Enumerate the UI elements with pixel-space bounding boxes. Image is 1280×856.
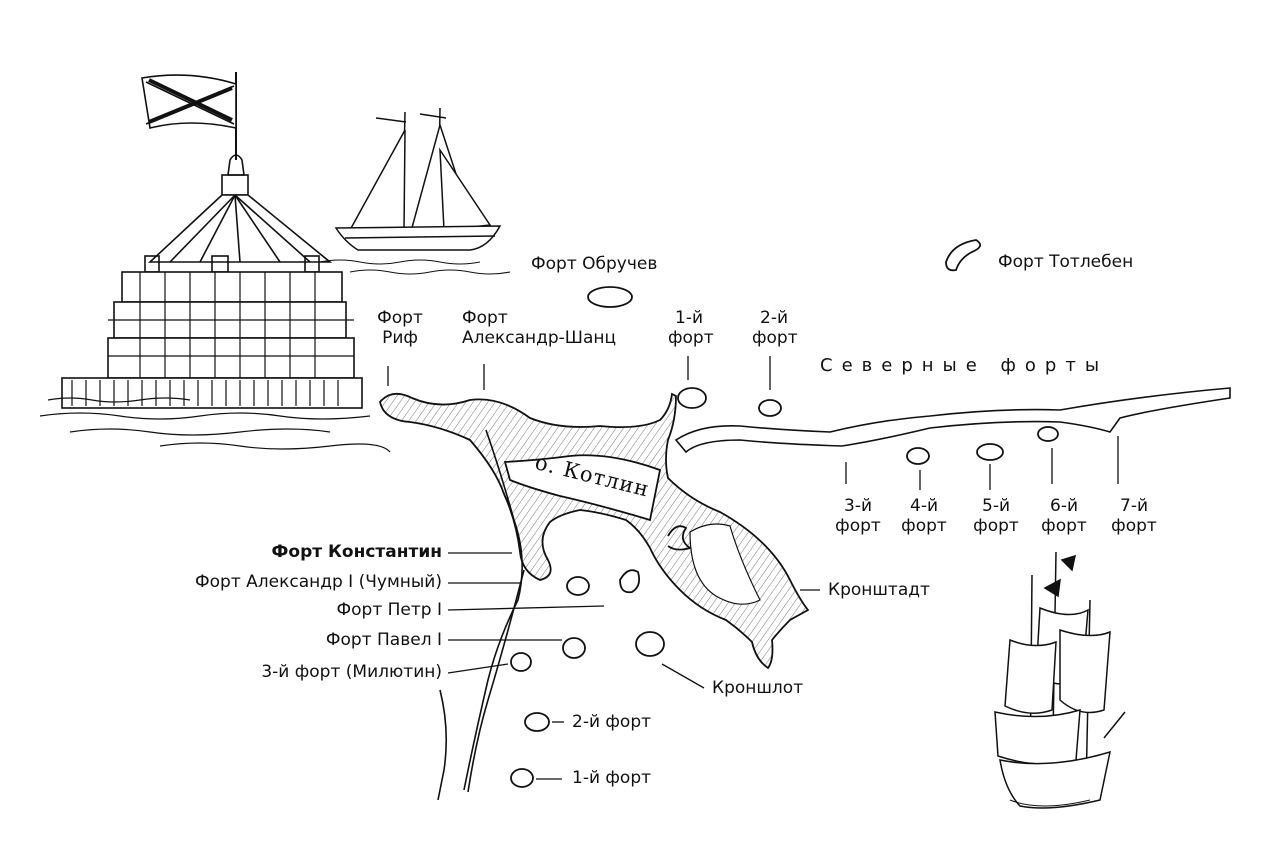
label-fort-alexander-shanz-line1: Форт bbox=[462, 308, 508, 328]
two-masted-schooner-drawing bbox=[319, 107, 511, 275]
label-fort-7: 7-й форт bbox=[1110, 496, 1158, 536]
fort-2-south-island bbox=[524, 712, 550, 732]
label-fort-4: 4-й форт bbox=[900, 496, 948, 536]
label-fort-2-north: 2-й форт bbox=[752, 308, 798, 348]
fort-alexander-i-island bbox=[566, 576, 590, 596]
label-fort-alexander-shanz-line2: Александр-Шанц bbox=[462, 328, 617, 348]
label-fort-rif: Форт Риф bbox=[372, 308, 428, 348]
label-fort-6-line1: 6-й bbox=[1050, 496, 1078, 516]
northern-dam bbox=[674, 387, 1231, 454]
label-fort-rif-line1: Форт bbox=[377, 308, 423, 328]
label-fort-5-line2: форт bbox=[973, 516, 1019, 536]
label-fort-3-line2: форт bbox=[835, 516, 881, 536]
label-northern-forts: Северные форты bbox=[820, 355, 1109, 376]
fort-obruchev-island bbox=[587, 286, 633, 308]
label-fort-obruchev: Форт Обручев bbox=[531, 254, 658, 274]
fort-islands bbox=[510, 239, 1059, 788]
fort-4-island bbox=[906, 447, 930, 465]
fort-petr-i-island bbox=[619, 569, 641, 594]
label-fort-1-north-line2: форт bbox=[668, 328, 714, 348]
label-fort-2-north-line1: 2-й bbox=[760, 308, 788, 328]
fort-5-island bbox=[976, 443, 1004, 461]
label-fort-2-south: 2-й форт bbox=[572, 712, 652, 732]
label-fort-1-north: 1-й форт bbox=[668, 308, 714, 348]
fort-2-north-island bbox=[758, 399, 782, 417]
label-fort-pavel-i: Форт Павел I bbox=[325, 630, 442, 650]
fort-6-island bbox=[1037, 426, 1059, 442]
label-kronshlot: Кроншлот bbox=[712, 678, 804, 698]
leader-lines bbox=[387, 356, 1119, 780]
label-fort-6-line2: форт bbox=[1041, 516, 1087, 536]
label-fort-4-line2: форт bbox=[901, 516, 947, 536]
fort-1-north-island bbox=[677, 387, 707, 409]
label-fort-5: 5-й форт bbox=[972, 496, 1020, 536]
label-fort-1-south: 1-й форт bbox=[572, 768, 652, 788]
label-fort-alexander-i: Форт Александр I (Чумный) bbox=[195, 572, 442, 592]
fort-totleben-island bbox=[945, 239, 982, 272]
fort-1-south-island bbox=[510, 768, 534, 788]
fort-pavel-i-island bbox=[562, 637, 586, 659]
label-fort-7-line2: форт bbox=[1111, 516, 1157, 536]
kotlin-island bbox=[379, 392, 810, 670]
label-kronstadt: Кронштадт bbox=[828, 580, 930, 600]
fort-alexander-tower-drawing bbox=[39, 72, 391, 453]
label-fort-milyutin: 3-й форт (Милютин) bbox=[261, 662, 442, 682]
label-fort-5-line1: 5-й bbox=[982, 496, 1010, 516]
label-fort-6: 6-й форт bbox=[1040, 496, 1088, 536]
label-fort-1-north-line1: 1-й bbox=[675, 308, 703, 328]
kronshlot-island bbox=[635, 631, 665, 657]
label-fort-totleben: Форт Тотлебен bbox=[998, 252, 1134, 272]
label-fort-3: 3-й форт bbox=[834, 496, 882, 536]
label-fort-7-line1: 7-й bbox=[1120, 496, 1148, 516]
label-fort-2-north-line2: форт bbox=[752, 328, 798, 348]
label-fort-alexander-shanz: Форт Александр-Шанц bbox=[462, 308, 616, 348]
label-fort-4-line1: 4-й bbox=[910, 496, 938, 516]
sailing-frigate-drawing bbox=[994, 551, 1126, 809]
label-fort-3-line1: 3-й bbox=[844, 496, 872, 516]
label-fort-petr-i: Форт Петр I bbox=[336, 600, 443, 620]
label-fort-konstantin: Форт Константин bbox=[271, 542, 442, 562]
label-fort-rif-line2: Риф bbox=[382, 328, 418, 348]
fort-milyutin-island bbox=[510, 652, 532, 672]
andreevsky-flag bbox=[141, 72, 237, 160]
